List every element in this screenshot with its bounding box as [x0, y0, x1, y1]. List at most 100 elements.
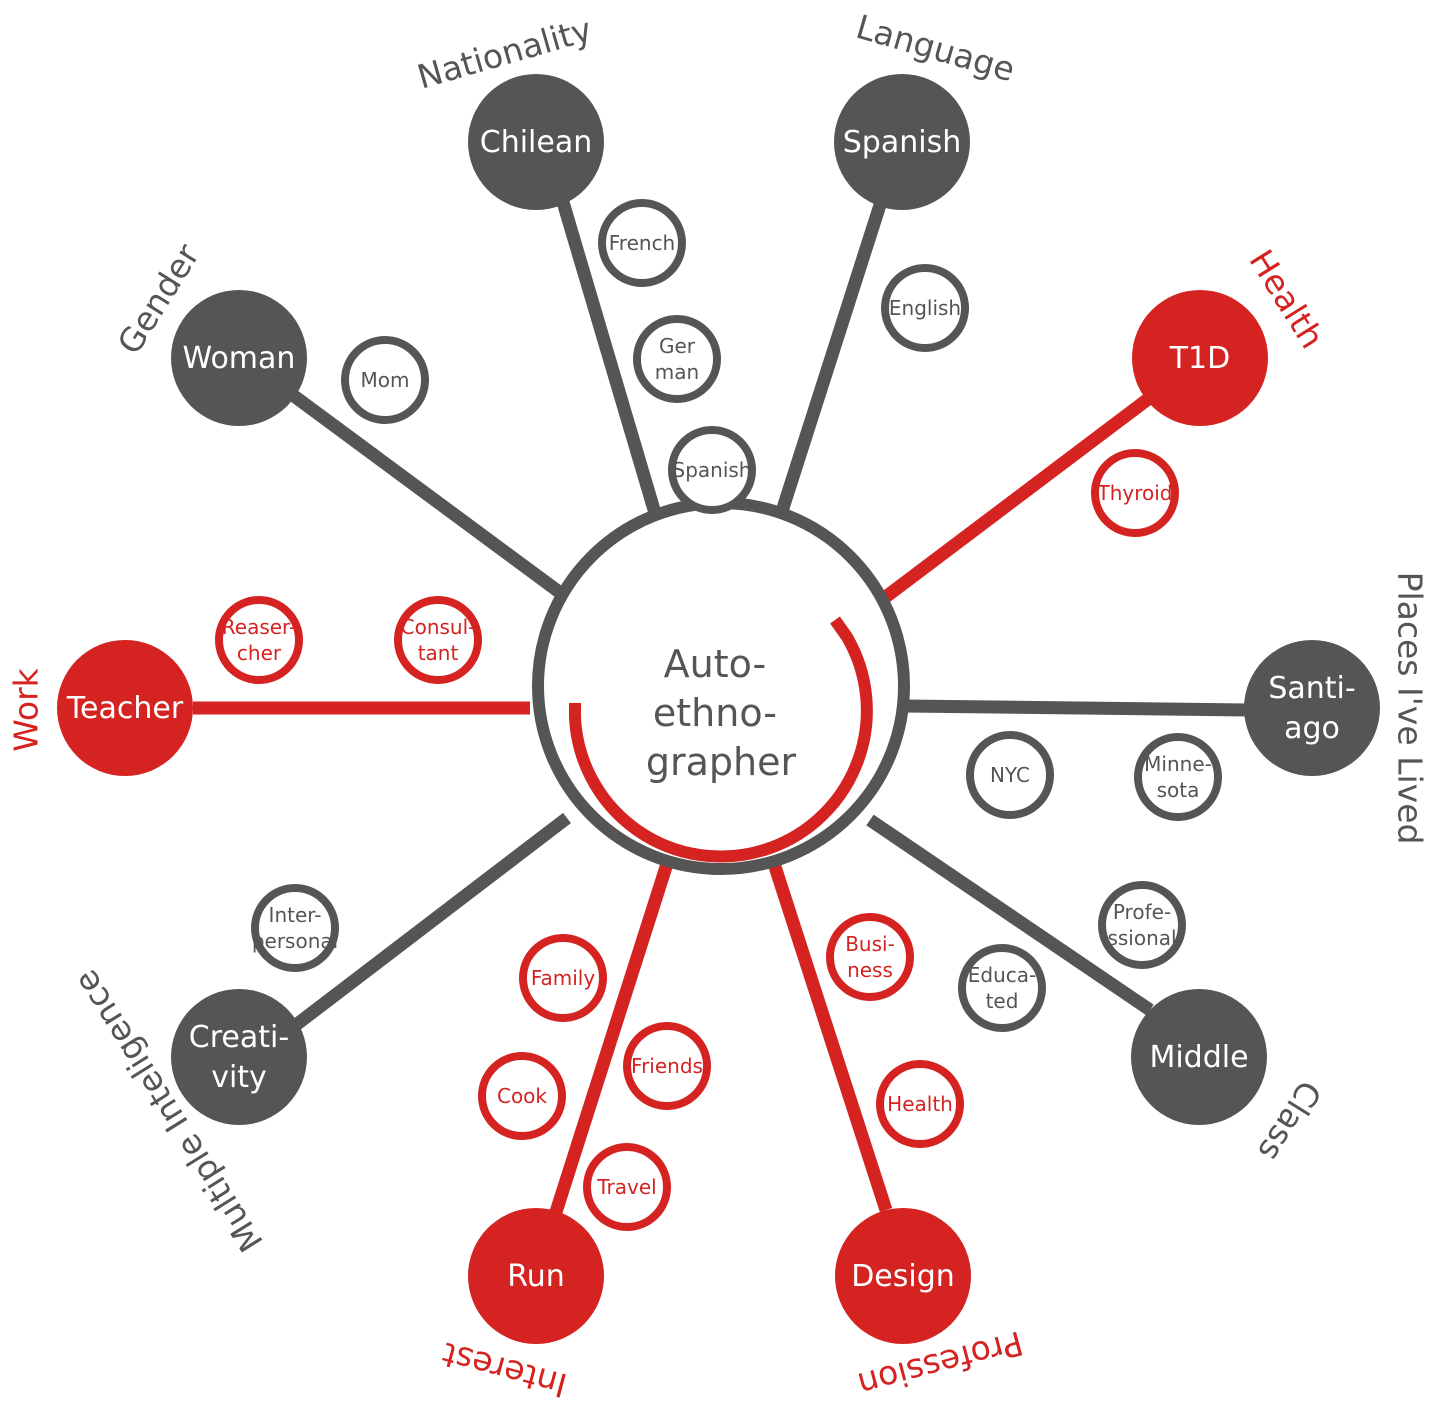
subnode-nyc-label: NYC	[990, 763, 1030, 787]
node-teacher: Teacher	[57, 640, 193, 776]
subnode-interpersonal-label-line: Inter-	[269, 903, 322, 927]
node-middle-label: Middle	[1149, 1040, 1248, 1075]
subnode-consultant-circle	[394, 596, 482, 684]
subnode-french-circle	[598, 199, 686, 287]
connector-1	[548, 173, 667, 532]
subnode-educated-circle	[958, 944, 1046, 1032]
subnode-minnesota-label-line: Minne-	[1144, 752, 1212, 776]
node-chilean-circle	[468, 74, 604, 210]
subnode-mom: Mom	[341, 336, 429, 424]
subnode-professional-label-line: Profe-	[1113, 900, 1171, 924]
subnode-reasercher-circle	[215, 596, 303, 684]
category-label-interest: Interest	[438, 1335, 571, 1406]
center-ring	[532, 497, 910, 875]
connector-3	[871, 384, 1164, 611]
subnode-english: English	[881, 264, 969, 352]
subnode-minnesota-circle	[1134, 733, 1222, 821]
subnode-cook-circle	[478, 1052, 566, 1140]
node-run-circle	[468, 1208, 604, 1344]
subnode-mom-label-line: Mom	[361, 368, 410, 392]
subnode-interpersonal-label: Inter-personal	[252, 903, 338, 953]
connector-4	[904, 699, 1249, 717]
subnode-professional-circle	[1098, 881, 1186, 969]
node-spanish-lang-label: Spanish	[843, 125, 961, 160]
connector-5	[866, 814, 1154, 1016]
node-t1d-label-line: T1D	[1169, 341, 1231, 376]
category-label-work: Work	[7, 667, 46, 751]
subnode-thyroid-label: Thyroid	[1097, 481, 1173, 505]
node-chilean-label-line: Chilean	[480, 125, 593, 160]
subnode-spanish-nat-circle	[668, 426, 756, 514]
node-t1d-circle	[1132, 290, 1268, 426]
subnode-educated-label: Educa-ted	[968, 963, 1036, 1013]
subnode-health-sub-label: Health	[887, 1092, 953, 1116]
subnode-cook: Cook	[478, 1052, 566, 1140]
subnode-consultant-label-line: tant	[418, 641, 459, 665]
node-teacher-label-line: Teacher	[66, 691, 184, 726]
node-santiago-label-line: Santi-	[1268, 671, 1355, 706]
subnode-professional-label: Profe-ssional	[1107, 900, 1176, 950]
node-design-label-line: Design	[851, 1259, 955, 1294]
subnode-french-label: French	[609, 231, 675, 255]
node-creativity: Creati-vity	[171, 989, 307, 1125]
node-design: Design	[835, 1208, 971, 1344]
subnode-family-label-line: Family	[531, 966, 596, 990]
subnode-professional-label-line: ssional	[1107, 926, 1176, 950]
subnode-english-label: English	[889, 296, 961, 320]
category-label-class: Class	[1250, 1074, 1329, 1168]
subnode-english-label-line: English	[889, 296, 961, 320]
subnode-nyc-label-line: NYC	[990, 763, 1030, 787]
subnode-interpersonal-circle	[251, 884, 339, 972]
subnode-interpersonal-label-line: personal	[252, 929, 338, 953]
center-label-line-3: grapher	[646, 740, 797, 784]
category-label-places: Places I've Lived	[1391, 572, 1430, 845]
node-teacher-circle	[57, 640, 193, 776]
subnode-consultant-label-line: Consul-	[401, 615, 476, 639]
subnode-nyc: NYC	[966, 731, 1054, 819]
subnode-travel-label: Travel	[596, 1175, 656, 1199]
subnode-friends-label-line: Friends	[631, 1054, 703, 1078]
subnode-spanish-nat-label-line: Spanish	[673, 458, 752, 482]
subnode-consultant: Consul-tant	[394, 596, 482, 684]
subnode-mom-circle	[341, 336, 429, 424]
subnode-german-label-line: Ger	[659, 334, 696, 358]
node-woman-circle	[171, 290, 307, 426]
subnode-interpersonal: Inter-personal	[251, 884, 339, 972]
node-design-label: Design	[851, 1259, 955, 1294]
subnode-friends-circle	[623, 1022, 711, 1110]
node-spanish-lang: Spanish	[834, 74, 970, 210]
subnode-health-sub-label-line: Health	[887, 1092, 953, 1116]
subnode-thyroid: Thyroid	[1091, 449, 1179, 537]
node-creativity-label-line: vity	[211, 1060, 267, 1095]
subnode-business-label-line: ness	[847, 958, 893, 982]
subnode-minnesota: Minne-sota	[1134, 733, 1222, 821]
subnode-reasercher-label-line: cher	[237, 641, 282, 665]
subnode-english-circle	[881, 264, 969, 352]
subnode-reasercher-label-line: Reaser-	[222, 615, 296, 639]
subnode-travel-label-line: Travel	[596, 1175, 656, 1199]
subnode-spanish-nat-label: Spanish	[673, 458, 752, 482]
node-spanish-lang-label-line: Spanish	[843, 125, 961, 160]
subnode-family: Family	[519, 934, 607, 1022]
subnode-travel: Travel	[583, 1143, 671, 1231]
subnode-thyroid-label-line: Thyroid	[1097, 481, 1173, 505]
subnode-family-circle	[519, 934, 607, 1022]
node-chilean: Chilean	[468, 74, 604, 210]
subnode-health-sub: Health	[876, 1060, 964, 1148]
connector-lines	[193, 173, 1249, 1214]
node-creativity-label-line: Creati-	[189, 1020, 289, 1055]
subnode-business-label-line: Busi-	[845, 932, 895, 956]
center-label: Auto- ethno- grapher	[646, 642, 797, 784]
subnode-mom-label: Mom	[361, 368, 410, 392]
subnode-thyroid-circle	[1091, 449, 1179, 537]
connector-0	[286, 387, 574, 606]
connector-2	[769, 203, 887, 532]
subnode-business: Busi-ness	[826, 913, 914, 1001]
subnode-business-circle	[826, 913, 914, 1001]
connector-6	[761, 843, 893, 1212]
